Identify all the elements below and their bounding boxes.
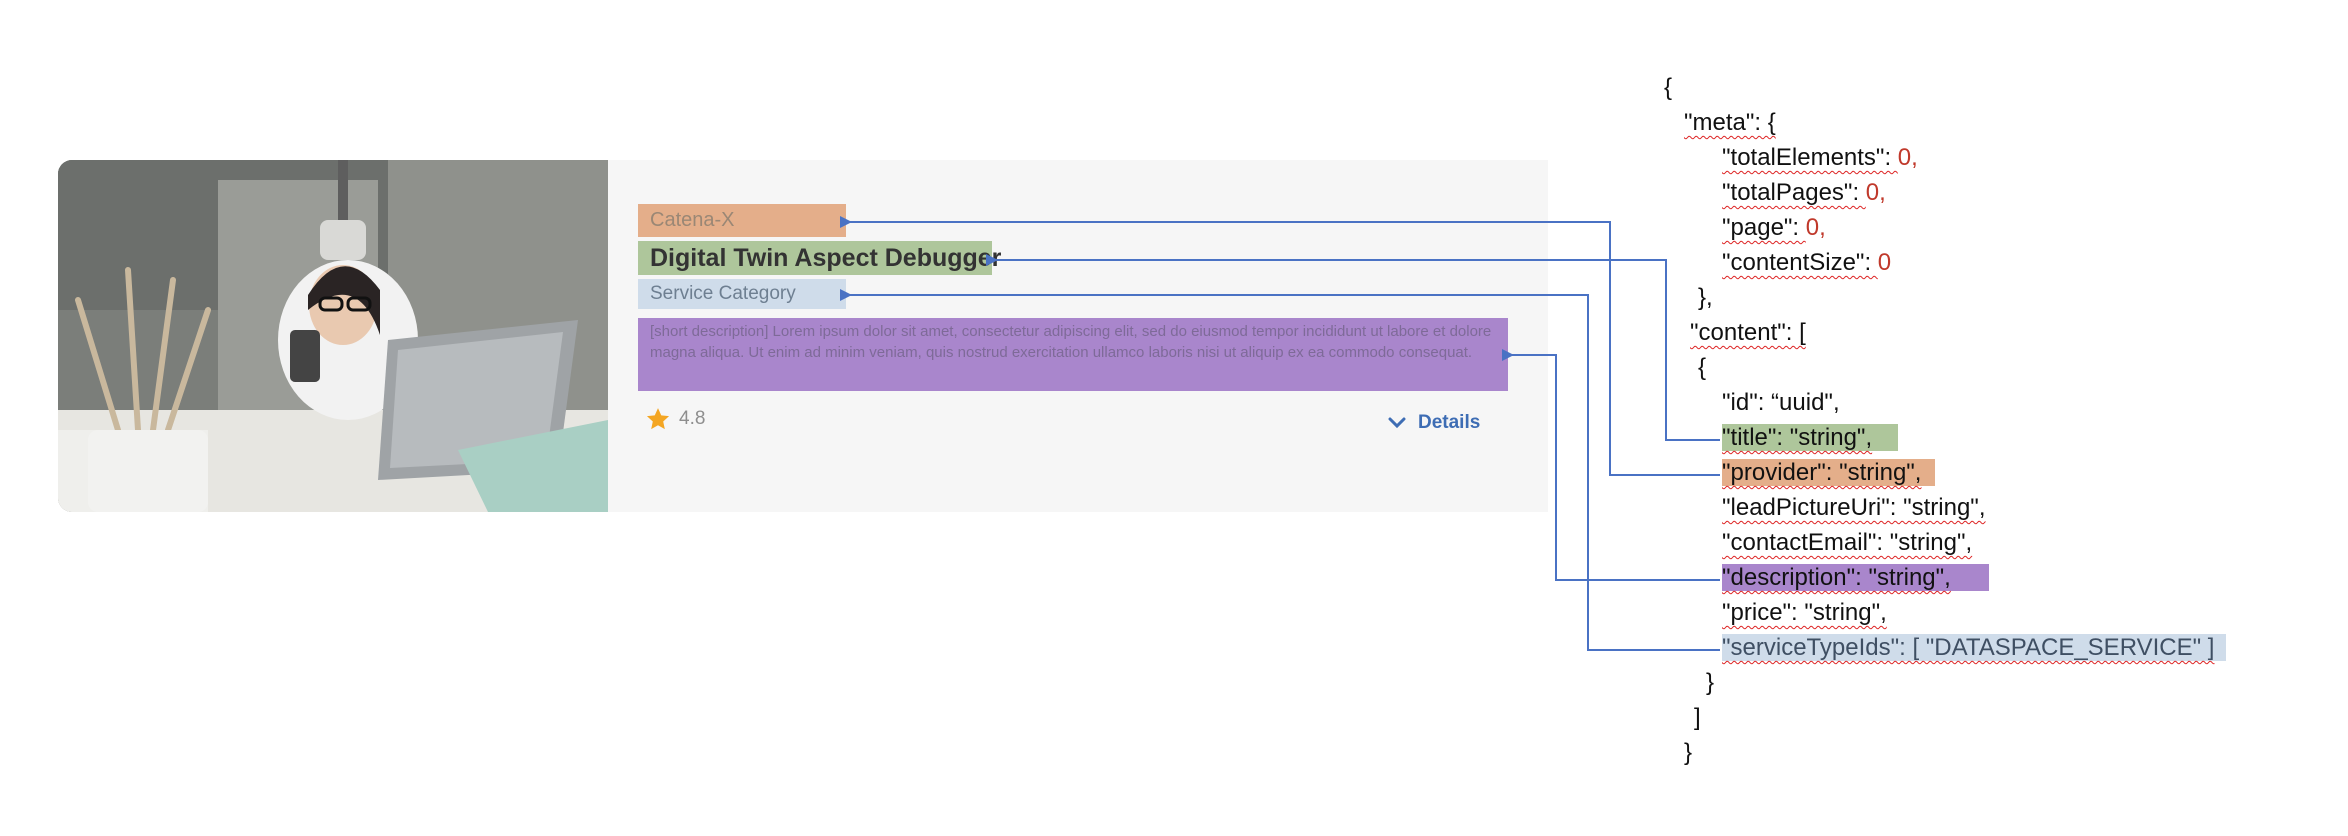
json-line: { (1698, 354, 1707, 381)
json-line: "provider": "string", (1722, 458, 1936, 488)
chevron-down-icon (1388, 417, 1406, 429)
json-value: 0 (1877, 249, 1892, 276)
arrow-provider (840, 216, 1720, 476)
service-card[interactable]: Catena-X Digital Twin Aspect Debugger Se… (58, 160, 1548, 512)
service-category: Service Category (638, 279, 846, 309)
json-key-totalPages: "totalPages": (1722, 179, 1866, 206)
json-key-contactEmail: "contactEmail": "string", (1722, 529, 1973, 556)
lead-picture (58, 160, 608, 512)
json-key-price: "price": "string", (1722, 599, 1887, 626)
json-key-page: "page": (1722, 214, 1806, 241)
json-value: 0, (1897, 144, 1918, 171)
service-title: Digital Twin Aspect Debugger (638, 241, 1001, 275)
json-value: 0, (1805, 214, 1826, 241)
json-line: "contentSize": 0 (1722, 248, 1891, 278)
json-key-totalElements: "totalElements": (1722, 144, 1898, 171)
json-line: "content": [ (1690, 318, 1806, 348)
json-line: "leadPictureUri": "string", (1722, 493, 1986, 523)
json-line: } (1706, 669, 1715, 696)
json-key-content: "content": [ (1690, 319, 1806, 346)
provider-label: Catena-X (638, 204, 846, 237)
json-line: "price": "string", (1722, 598, 1887, 628)
json-value: 0, (1865, 179, 1886, 206)
json-line: "meta": { (1684, 108, 1776, 138)
json-line: "description": "string", (1722, 563, 1989, 593)
json-line: "title": "string", (1722, 423, 1899, 453)
json-key-description: "description": "string", (1722, 564, 1989, 591)
json-line: "page": 0, (1722, 213, 1826, 243)
details-label: Details (1418, 412, 1481, 433)
rating: 4.8 (645, 406, 705, 432)
arrow-serviceTypeIds (840, 289, 1720, 651)
json-key-provider: "provider": "string", (1722, 459, 1936, 486)
short-description: [short description] Lorem ipsum dolor si… (638, 318, 1508, 391)
json-line: "totalPages": 0, (1722, 178, 1886, 208)
details-button[interactable]: Details (1388, 412, 1480, 434)
star-icon (646, 408, 670, 430)
rating-value: 4.8 (679, 408, 706, 429)
json-line: "contactEmail": "string", (1722, 528, 1972, 558)
json-key-title: "title": "string", (1722, 424, 1899, 451)
json-line: ] (1694, 704, 1701, 731)
json-line: }, (1698, 284, 1713, 311)
json-key-serviceTypeIds: "serviceTypeIds": [ "DATASPACE_SERVICE" … (1722, 634, 2227, 661)
arrow-title (986, 254, 1720, 441)
json-line: "serviceTypeIds": [ "DATASPACE_SERVICE" … (1722, 633, 2227, 663)
json-line: } (1684, 739, 1693, 766)
json-line: { (1664, 74, 1673, 101)
json-line: "id": “uuid", (1722, 389, 1840, 416)
json-key-leadPictureUri: "leadPictureUri": "string", (1722, 494, 1986, 521)
person-with-laptop-photo (58, 160, 608, 512)
json-line: "totalElements": 0, (1722, 143, 1918, 173)
json-key-contentSize: "contentSize": (1722, 249, 1878, 276)
json-key-meta: "meta": { (1684, 109, 1776, 136)
arrow-description (1502, 349, 1720, 581)
